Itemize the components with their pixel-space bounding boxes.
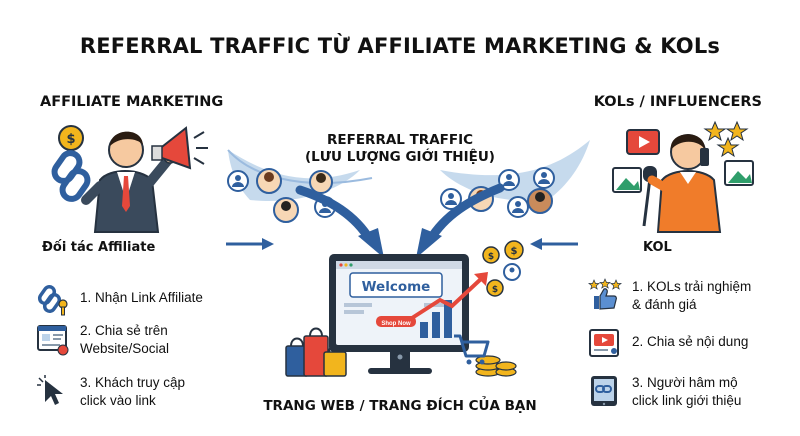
kol-step-1: 1. KOLs trải nghiệm & đánh giá (588, 278, 751, 314)
cursor-click-icon (37, 375, 63, 405)
svg-text:$: $ (488, 252, 494, 262)
svg-text:$: $ (492, 285, 498, 295)
affiliate-step-2-line1: 2. Chia sẻ trên (80, 323, 168, 338)
affiliate-step-3-line2: click vào link (80, 393, 156, 408)
video-post-icon (589, 329, 619, 357)
right-flow-arrow (416, 183, 505, 258)
kol-label: KOL (643, 240, 672, 255)
shopping-cart-icon (454, 334, 490, 365)
svg-text:$: $ (66, 132, 75, 147)
kol-heading: KOLs / INFLUENCERS (593, 94, 762, 110)
right-side-arrow (530, 238, 578, 250)
kol-step-1-line1: 1. KOLs trải nghiệm (632, 279, 752, 294)
affiliate-heading: AFFILIATE MARKETING (40, 94, 224, 110)
growth-chart-icon (410, 272, 488, 338)
kol-step-3-line2: click link giới thiệu (632, 393, 742, 408)
screen-welcome-text: Welcome (362, 279, 431, 295)
screen-shop-now-button: Shop Now (381, 321, 411, 327)
affiliate-step-1: 1. Nhận Link Affiliate (36, 282, 203, 316)
kol-step-3: 3. Người hâm mộ click link giới thiệu (588, 374, 741, 410)
kol-step-2-line1: 2. Chia sẻ nội dung (632, 334, 749, 349)
tablet-link-icon (591, 376, 617, 406)
affiliate-step-2: 2. Chia sẻ trên Website/Social (36, 322, 169, 358)
thumbs-up-stars-icon (588, 278, 622, 310)
referral-traffic-title: REFERRAL TRAFFIC (LƯU LƯỢNG GIỚI THIỆU) (300, 132, 500, 166)
affiliate-step-3: 3. Khách truy cập click vào link (36, 374, 185, 410)
svg-text:$: $ (511, 246, 518, 257)
affiliate-step-2-line2: Website/Social (80, 341, 170, 356)
page-title: REFERRAL TRAFFIC TỪ AFFILIATE MARKETING … (79, 34, 721, 58)
right-traffic-swoosh (440, 140, 590, 201)
chain-link-key-icon (37, 284, 68, 316)
website-landing-label: TRANG WEB / TRANG ĐÍCH CỦA BẠN (263, 398, 537, 414)
kol-step-2: 2. Chia sẻ nội dung (588, 326, 748, 360)
referral-title-line1: REFERRAL TRAFFIC (326, 132, 474, 148)
shopping-bags-icon (285, 327, 347, 377)
kol-step-3-line1: 3. Người hâm mộ (632, 375, 738, 390)
kol-influencer-illustration (612, 120, 754, 233)
affiliate-step-1-line1: 1. Nhận Link Affiliate (80, 290, 203, 305)
referral-title-line2: (LƯU LƯỢNG GIỚI THIỆU) (305, 149, 495, 165)
traffic-user-icons (227, 167, 555, 223)
left-side-arrow (226, 238, 274, 250)
kol-step-1-line2: & đánh giá (632, 297, 697, 312)
webpage-share-icon (37, 325, 69, 356)
left-flow-arrow (295, 185, 384, 258)
affiliate-step-3-line1: 3. Khách truy cập (80, 375, 186, 390)
affiliate-partner-illustration: $ (51, 125, 208, 233)
affiliate-partner-label: Đối tác Affiliate (42, 240, 156, 255)
coin-icons: $ $ $ (475, 240, 524, 377)
